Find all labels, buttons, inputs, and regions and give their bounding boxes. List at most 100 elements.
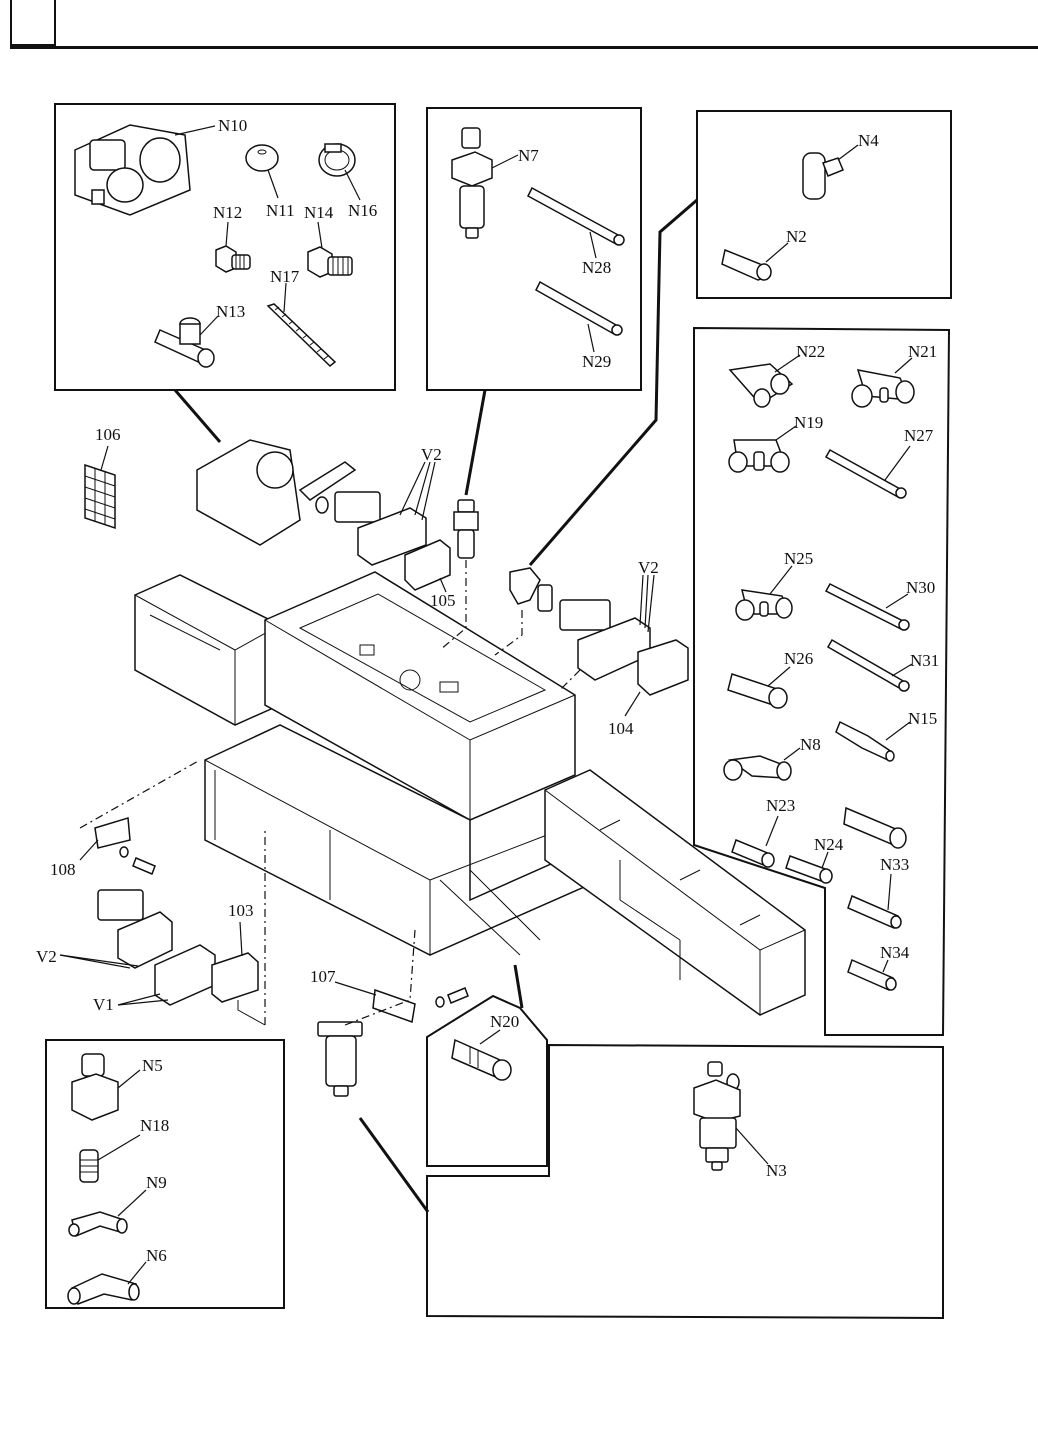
leader-v2-left-b	[59, 954, 139, 967]
screw-part-107	[435, 987, 469, 1008]
elbow-fitting-part-n9	[68, 1211, 128, 1238]
label-105: 105	[430, 591, 456, 610]
leader-n29	[587, 323, 595, 353]
valve-manifold-v2-right	[559, 599, 651, 681]
frame-top-tray	[264, 571, 576, 821]
leader-n7	[491, 154, 519, 169]
leader-n3	[735, 1127, 769, 1165]
frame-right-arm	[544, 769, 806, 1016]
callout-compressor-panel	[173, 389, 222, 443]
label-n33: N33	[880, 855, 909, 874]
leader-n2	[765, 242, 789, 263]
panel-elbow-parts: N4 N2	[696, 110, 952, 299]
callout-bulkhead-panel	[513, 964, 524, 1009]
leader-n22	[774, 354, 801, 373]
leader-v2-right-c	[647, 574, 655, 633]
leader-n9	[117, 1189, 147, 1217]
panel-frame	[693, 326, 951, 1036]
leader-n14	[317, 221, 323, 249]
block-part-103	[211, 952, 259, 1003]
leader-106	[100, 445, 109, 471]
leader-n28	[589, 231, 597, 259]
label-n8: N8	[800, 735, 821, 754]
hex-nipple-part-n12	[215, 245, 251, 273]
tube-part-n29	[535, 280, 623, 336]
panel-frame	[54, 103, 396, 391]
label-n19: N19	[794, 413, 823, 432]
label-n4: N4	[858, 131, 879, 150]
callout-filter-panel	[464, 389, 487, 496]
label-n13: N13	[216, 302, 245, 321]
label-v2-right: V2	[638, 558, 659, 577]
plug-part-n23	[731, 839, 775, 868]
block-part-105	[404, 539, 451, 591]
label-n7: N7	[518, 146, 539, 165]
label-n31: N31	[910, 651, 939, 670]
bracket-part-108	[94, 817, 156, 875]
dash-filter-route	[439, 560, 467, 651]
label-n21: N21	[908, 342, 937, 361]
panel-compressor-parts: N10 N11 N16 N12 N14	[54, 103, 396, 391]
label-103: 103	[228, 901, 254, 920]
leader-n13	[199, 315, 219, 336]
label-n34: N34	[880, 943, 910, 962]
label-n3: N3	[766, 1161, 787, 1180]
panel-fitting-parts: N22 N21 N19 N27 N25	[693, 326, 951, 1036]
panel-filter-regulator-parts: N7 N28 N29	[426, 107, 642, 391]
cross-fitting-part-n19	[728, 439, 790, 473]
leader-v2-top-a	[399, 461, 426, 516]
plug-part-n33	[847, 894, 902, 930]
leader-n26	[767, 666, 791, 687]
panel-frame	[426, 107, 642, 391]
tee-fitting-part-n21	[851, 369, 915, 408]
leader-n30	[885, 593, 909, 609]
leader-n20	[479, 1029, 501, 1045]
leader-n19	[775, 425, 797, 441]
leader-v2-right-a	[639, 574, 644, 626]
leader-v2-top-b	[414, 461, 431, 516]
label-v2-left: V2	[36, 947, 57, 966]
label-v2-top: V2	[421, 445, 442, 464]
auto-drain-part-n3	[693, 1061, 741, 1171]
label-n20: N20	[490, 1012, 519, 1031]
label-107: 107	[310, 967, 336, 986]
label-n6: N6	[146, 1246, 167, 1265]
tee-fitting-part-n13	[154, 317, 215, 368]
compressor-assembly	[196, 439, 357, 546]
callout-drain-panel	[358, 1117, 430, 1213]
panel-frame	[426, 994, 548, 1167]
tube-part-n30	[824, 583, 910, 631]
leader-n31	[891, 663, 913, 677]
y-fitting-part-n22	[728, 363, 794, 408]
bulkhead-fitting-part	[843, 806, 907, 849]
filter-regulator-part-n7	[451, 127, 493, 239]
label-n29: N29	[582, 352, 611, 371]
plate-part-107	[372, 988, 416, 1024]
elbow-fitting-part-n6	[67, 1273, 140, 1305]
leader-n24	[821, 851, 829, 869]
leader-v2-top-c	[421, 461, 436, 521]
leader-n11	[267, 169, 279, 199]
dash-108-route	[79, 759, 201, 829]
label-n12: N12	[213, 203, 242, 222]
label-n9: N9	[146, 1173, 167, 1192]
elbow-fitting-part-n8	[723, 755, 792, 781]
header-rule	[10, 46, 1038, 49]
label-n2: N2	[786, 227, 807, 246]
leader-n34	[882, 959, 889, 973]
panel-bulkhead-parts: N20	[426, 994, 548, 1167]
tube-part-n31	[826, 638, 910, 692]
label-n23: N23	[766, 796, 795, 815]
label-n28: N28	[582, 258, 611, 277]
label-n22: N22	[796, 342, 825, 361]
silencer-part-n18	[79, 1149, 99, 1183]
frame-left-arm	[134, 574, 281, 726]
panel-regulator-parts: N5 N18 N9 N6	[45, 1039, 285, 1309]
leader-n16	[344, 169, 361, 201]
leader-n17	[283, 282, 287, 313]
label-n14: N14	[304, 203, 334, 222]
leader-103	[239, 921, 243, 957]
leader-n4	[837, 144, 859, 161]
leader-n25	[769, 565, 793, 595]
panel-frame	[426, 1043, 944, 1320]
